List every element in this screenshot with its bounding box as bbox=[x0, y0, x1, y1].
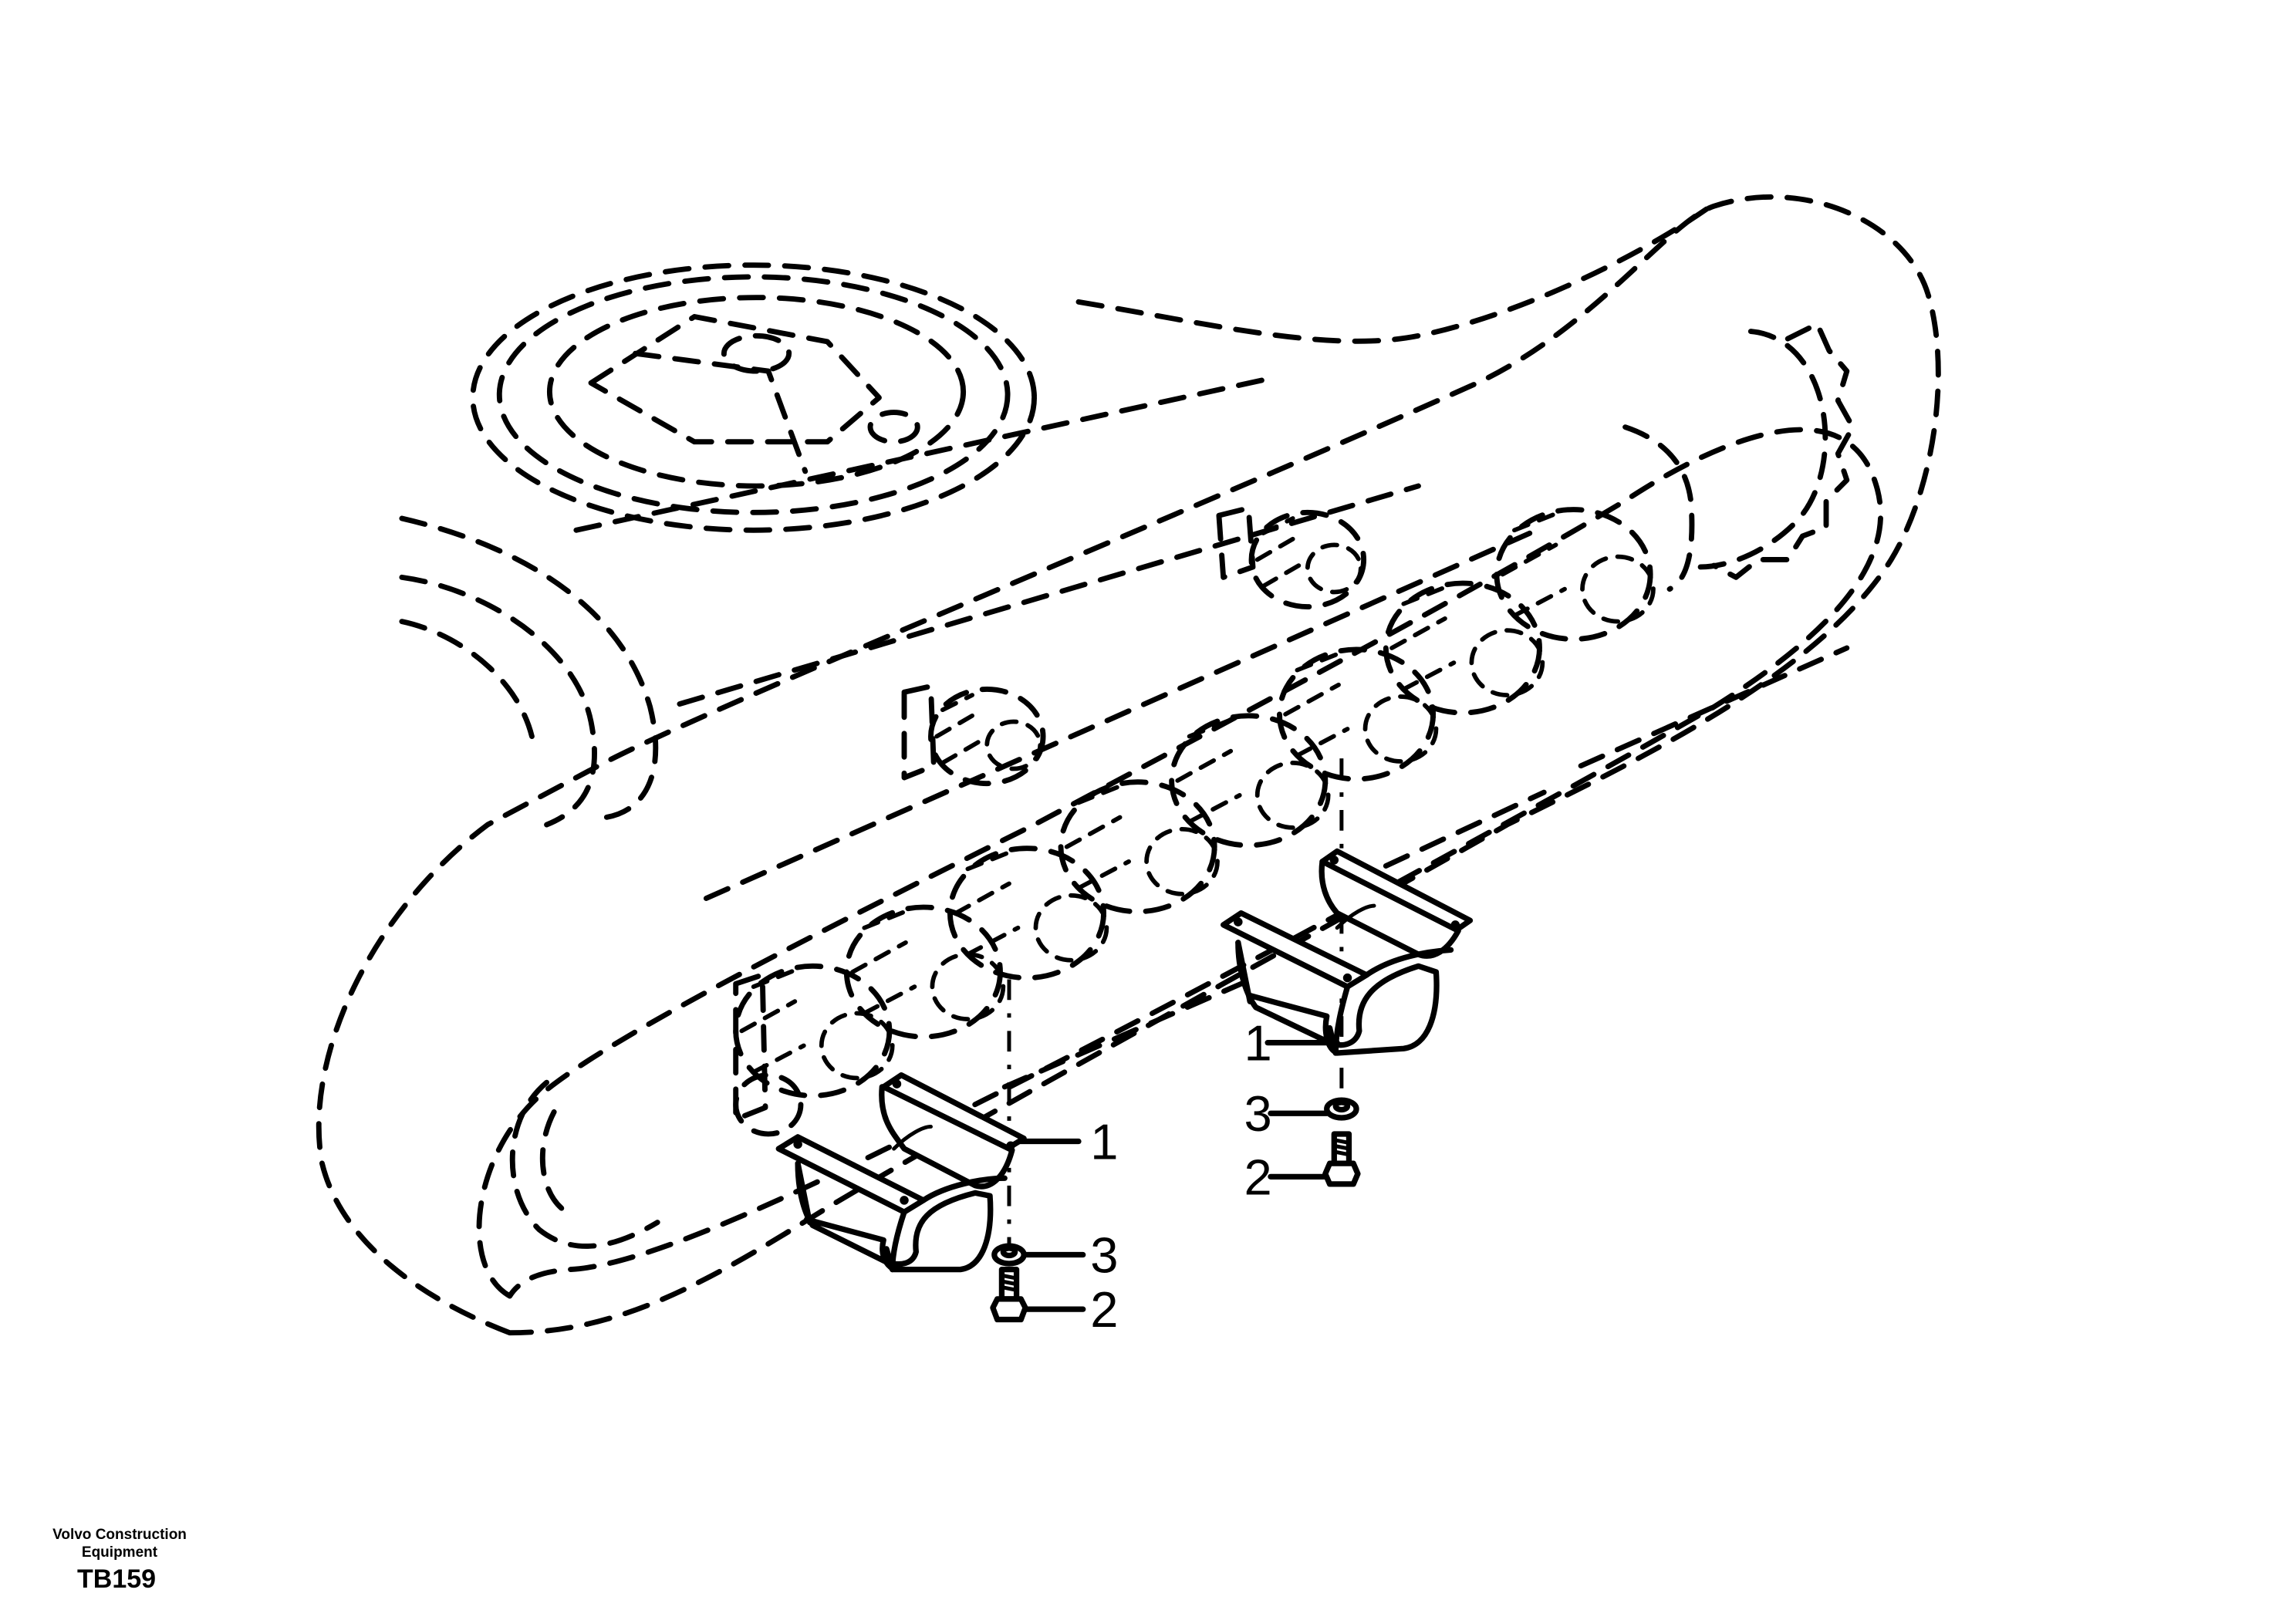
swing-pin bbox=[867, 410, 920, 445]
frame-long-line-1 bbox=[573, 377, 1266, 533]
callout-labels: 1 3 2 1 3 2 bbox=[1090, 1015, 1271, 1338]
hex-bolt-icon bbox=[1322, 1131, 1361, 1187]
drawing-code: TB159 bbox=[77, 1564, 157, 1594]
body-curve-3 bbox=[399, 619, 535, 739]
track-inner-outline bbox=[476, 427, 1883, 1299]
washer-icon bbox=[1324, 1097, 1359, 1121]
track-guard-icon bbox=[775, 1072, 1027, 1273]
sprocket-frame bbox=[1622, 424, 1695, 592]
callout-left-guard: 1 bbox=[1090, 1114, 1118, 1170]
top-roller bbox=[1248, 509, 1367, 609]
swing-frame-1 bbox=[588, 314, 882, 445]
track-outline bbox=[316, 194, 1941, 1336]
track-roller bbox=[1169, 713, 1331, 849]
track-roller bbox=[1276, 646, 1439, 782]
callout-right-bolt: 2 bbox=[1244, 1149, 1271, 1205]
left-guard-assembly bbox=[775, 979, 1086, 1323]
right-guard-assembly bbox=[1221, 758, 1474, 1187]
brand-line-1: Volvo Construction bbox=[52, 1527, 187, 1543]
swing-frame-2 bbox=[633, 350, 809, 474]
frame-top-line bbox=[1075, 206, 1710, 344]
washer-icon bbox=[991, 1243, 1027, 1267]
callout-right-washer: 3 bbox=[1244, 1085, 1271, 1142]
track-guard-icon bbox=[1221, 848, 1474, 1056]
frame-long-line-5 bbox=[1001, 980, 1244, 1090]
mount-block-2 bbox=[901, 683, 937, 781]
idler-outline bbox=[509, 1079, 660, 1249]
frame-long-line-6 bbox=[1383, 789, 1547, 869]
hex-bolt-icon bbox=[990, 1267, 1028, 1323]
undercarriage-phantom bbox=[316, 194, 1941, 1336]
top-roller bbox=[928, 687, 1046, 787]
swing-ring-inner bbox=[546, 295, 967, 489]
idler-inner bbox=[539, 1109, 567, 1213]
body-curve-2 bbox=[399, 574, 597, 828]
frame-long-line-4 bbox=[1578, 645, 1850, 769]
track-roller bbox=[733, 1072, 804, 1137]
callout-left-washer: 3 bbox=[1090, 1227, 1118, 1284]
brand-caption: Volvo Construction Equipment bbox=[31, 1526, 208, 1561]
brand-line-2: Equipment bbox=[81, 1544, 158, 1561]
track-roller bbox=[733, 963, 895, 1099]
mount-block-1 bbox=[1216, 505, 1256, 580]
track-roller bbox=[1383, 580, 1545, 716]
sprocket-rim bbox=[1696, 329, 1828, 570]
top-rollers-phantom bbox=[928, 509, 1367, 787]
track-roller bbox=[947, 845, 1109, 981]
frame-long-line-3 bbox=[703, 527, 1540, 901]
swing-ring-mid bbox=[496, 274, 1011, 515]
sprocket-teeth bbox=[1711, 321, 1855, 580]
frame-long-line-2 bbox=[677, 483, 1421, 707]
callout-left-bolt: 2 bbox=[1090, 1281, 1118, 1338]
body-curve-1 bbox=[399, 515, 659, 820]
swing-hub bbox=[721, 332, 792, 374]
track-roller bbox=[843, 904, 1006, 1040]
callout-right-guard: 1 bbox=[1244, 1015, 1271, 1072]
mount-block-3 bbox=[733, 972, 768, 1122]
track-roller bbox=[1058, 779, 1220, 915]
track-rollers-phantom bbox=[733, 507, 1656, 1137]
swing-ring-outer bbox=[470, 262, 1037, 533]
